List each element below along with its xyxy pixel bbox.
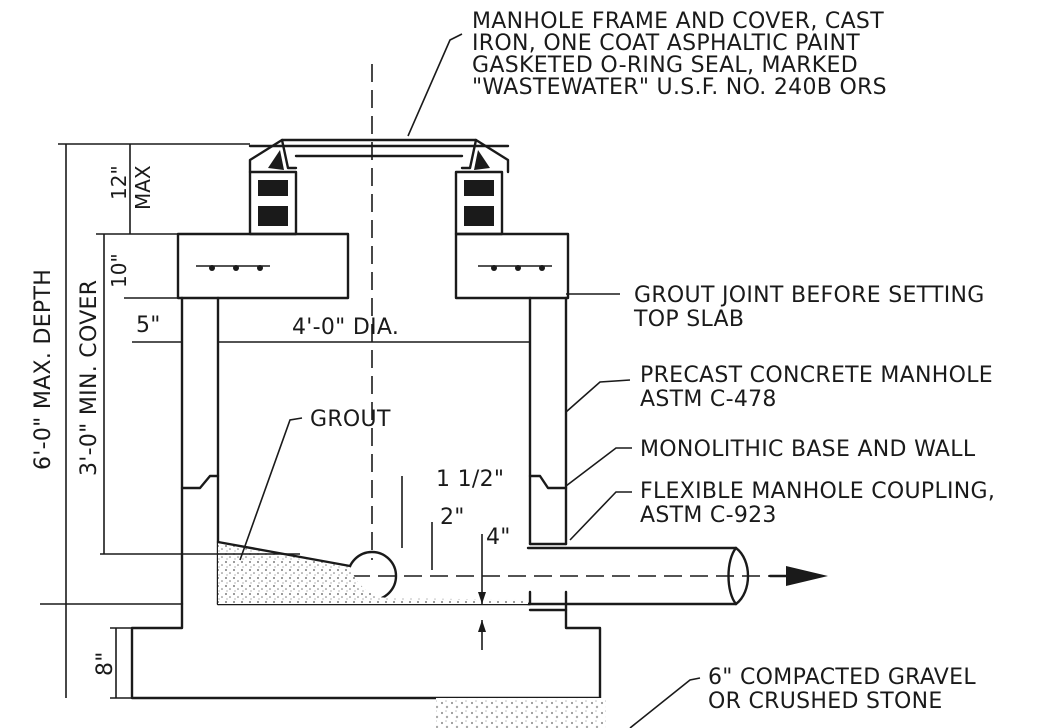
diameter-dimension: 4'-0" DIA. — [292, 315, 399, 340]
frame-cover-line-1: MANHOLE FRAME AND COVER, CAST — [472, 9, 884, 34]
dimension-lines — [40, 143, 531, 699]
frame-cover-line-2: IRON, ONE COAT ASPHALTIC PAINT — [472, 31, 860, 56]
frame-and-cover — [248, 138, 510, 174]
slab-dimension: 10" — [107, 253, 131, 288]
precast-line-1: PRECAST CONCRETE MANHOLE — [640, 363, 993, 388]
max-depth-dimension: 6'-0" MAX. DEPTH — [31, 269, 56, 470]
frame-cover-line-3: GASKETED O-RING SEAL, MARKED — [472, 53, 858, 78]
flow-arrow-icon — [786, 566, 828, 586]
base-dimension: 8" — [93, 651, 118, 676]
gravel-line-1: 6" COMPACTED GRAVEL — [708, 665, 976, 690]
dim-4: 4" — [486, 525, 511, 550]
gravel-bed — [436, 698, 606, 728]
frame-cover-line-4: "WASTEWATER" U.S.F. NO. 240B ORS — [472, 75, 887, 100]
dim-1-5: 1 1/2" — [436, 467, 504, 492]
precast-line-2: ASTM C-478 — [640, 387, 777, 412]
frame-cover-callout: MANHOLE FRAME AND COVER, CAST IRON, ONE … — [472, 9, 887, 100]
coupling-line-1: FLEXIBLE MANHOLE COUPLING, — [640, 479, 995, 504]
top-max-label: MAX — [131, 165, 155, 210]
top-slab — [176, 232, 570, 300]
grout-label: GROUT — [310, 407, 391, 432]
coupling-line-2: ASTM C-923 — [640, 503, 777, 528]
adjustment-rings — [248, 170, 504, 236]
top-max-value: 12" — [107, 165, 131, 200]
base-slab — [130, 602, 606, 728]
min-cover-dimension: 3'-0" MIN. COVER — [77, 280, 102, 476]
grout-fill — [218, 542, 528, 604]
gravel-line-2: OR CRUSHED STONE — [708, 689, 943, 714]
dim-2: 2" — [440, 505, 465, 530]
wall-dimension: 5" — [136, 313, 161, 338]
grout-joint-line-1: GROUT JOINT BEFORE SETTING — [634, 283, 985, 308]
monolithic-label: MONOLITHIC BASE AND WALL — [640, 437, 976, 462]
grout-joint-line-2: TOP SLAB — [633, 307, 744, 332]
leader-lines — [239, 33, 701, 728]
